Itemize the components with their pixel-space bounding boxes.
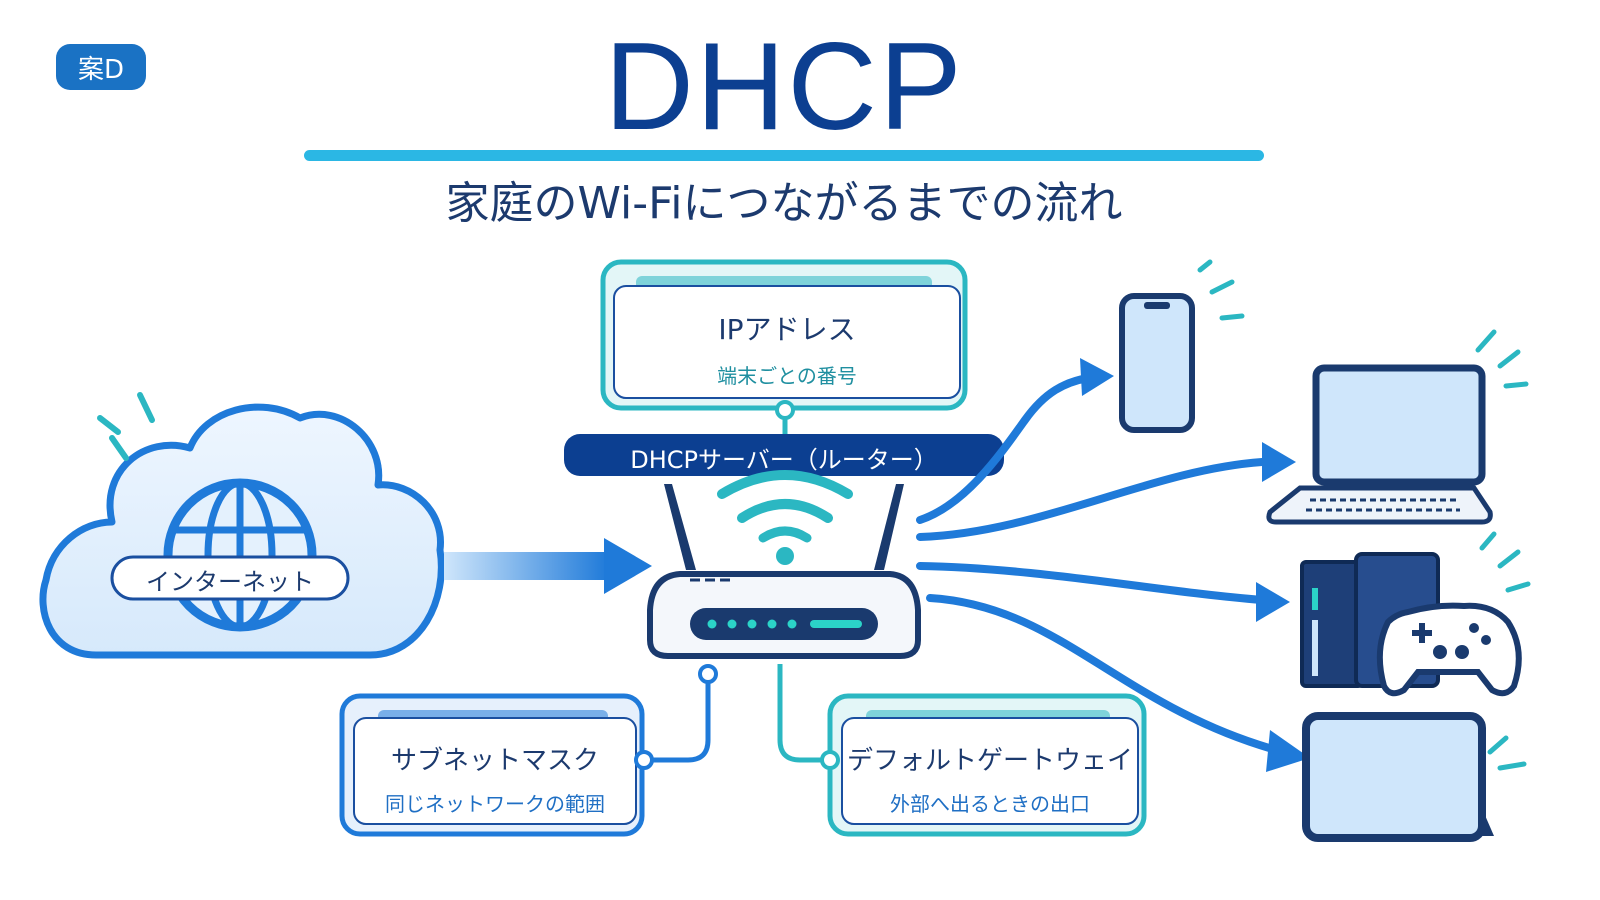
arrow-to-smartphone [916, 374, 1092, 524]
laptop-icon [1266, 329, 1529, 525]
subnet-mask-title: サブネットマスク [390, 746, 599, 776]
subnet-mask-desc: 同じネットワークの範囲 [385, 792, 605, 816]
smartphone-icon [1119, 259, 1245, 433]
dhcp-server-label: DHCPサーバー（ルーター） [630, 446, 938, 474]
arrow-to-tablet [926, 594, 1280, 754]
gateway-connector-dot [820, 750, 840, 770]
default-gateway-title: デフォルトゲートウェイ [846, 746, 1133, 776]
arrowhead-smartphone [1080, 358, 1114, 396]
title-underline [304, 150, 1264, 161]
internet-label-box [110, 555, 350, 601]
default-gateway-desc: 外部へ出るときの出口 [890, 792, 1090, 816]
arrowhead-laptop [1262, 442, 1296, 482]
internet-label: インターネット [146, 568, 314, 596]
arrowhead-tablet [1266, 730, 1310, 772]
arrow-to-console [916, 562, 1266, 604]
ip-address-title: IPアドレス [718, 313, 856, 346]
default-gateway-box [827, 693, 1147, 837]
globe-icon [163, 478, 317, 632]
ip-address-desc: 端末ごとの番号 [717, 364, 857, 388]
subnet-connector-dot-top [698, 664, 718, 684]
arrow-to-laptop [916, 458, 1266, 541]
draft-badge: 案D [56, 44, 146, 90]
arrowhead-console [1256, 582, 1290, 622]
subnet-mask-box [339, 693, 645, 837]
ip-connector-dot [775, 400, 795, 420]
game-console-icon [1300, 531, 1531, 697]
router-icon [647, 484, 921, 659]
dhcp-server-pill [564, 434, 1004, 476]
wifi-icon [717, 470, 853, 565]
page-subtitle: 家庭のWi-Fiにつながるまでの流れ [445, 178, 1123, 229]
internet-to-router-arrow [444, 538, 652, 594]
page-title: DHCP [604, 18, 964, 156]
ip-address-box [600, 259, 968, 411]
subnet-connector-dot [634, 750, 654, 770]
tablet-icon [1302, 712, 1527, 842]
